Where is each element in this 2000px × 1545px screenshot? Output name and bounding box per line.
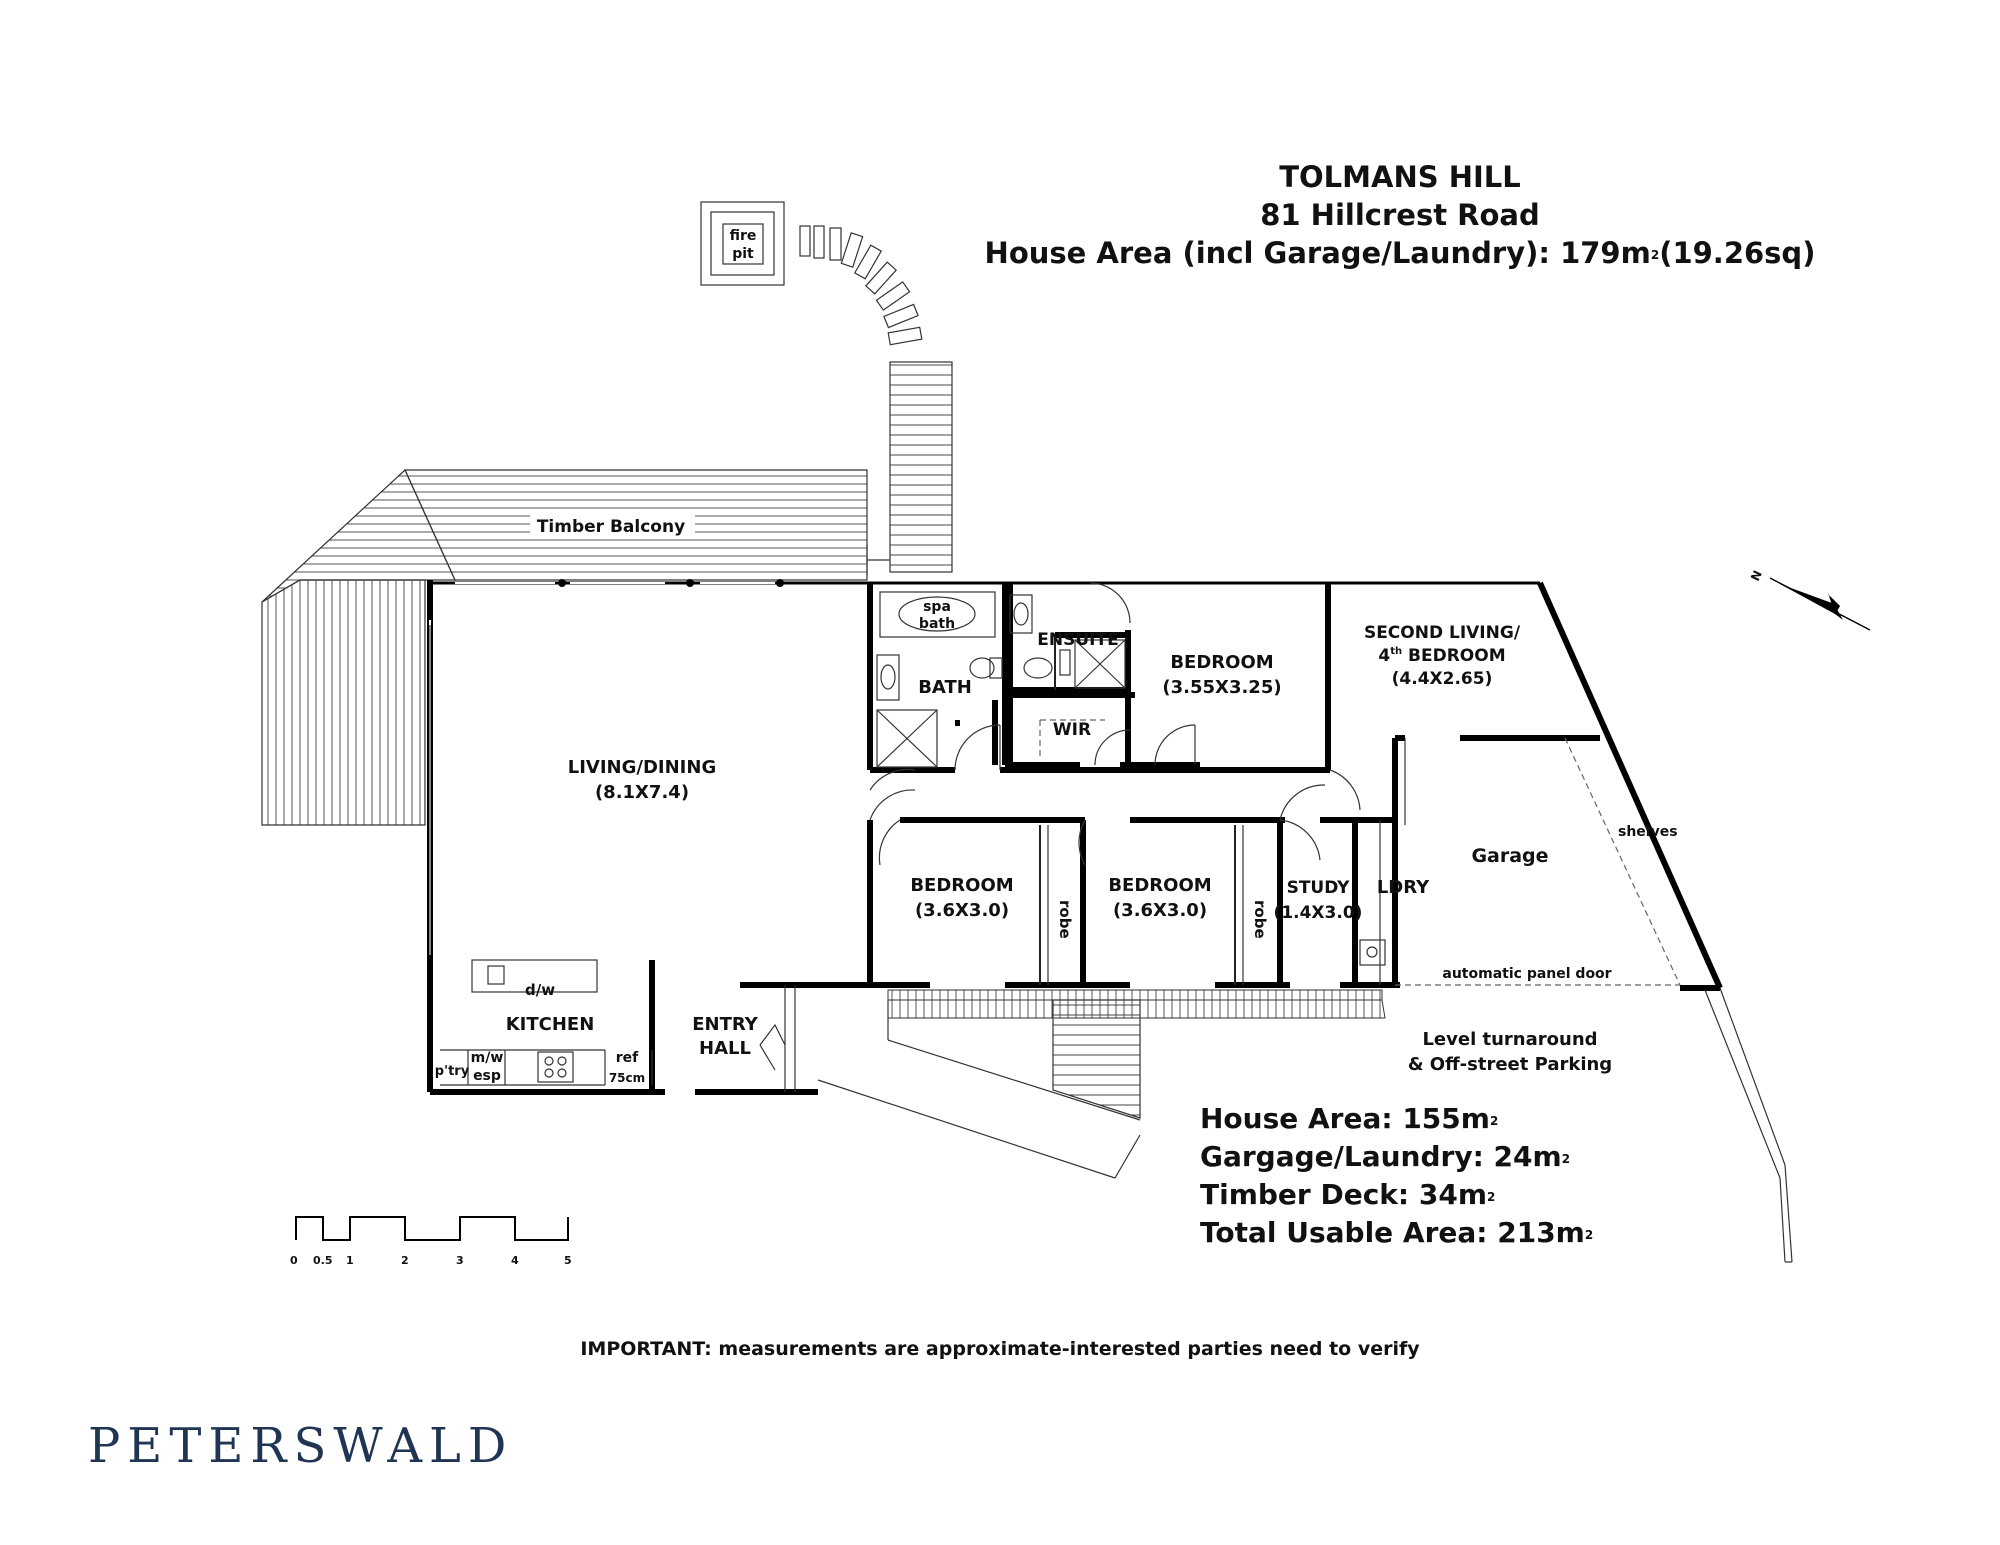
rear-stairs xyxy=(866,361,953,575)
brand-logo: PETERSWALD xyxy=(88,1418,514,1474)
entry-label-1: ENTRY xyxy=(692,1014,759,1035)
turnaround-label-2: & Off-street Parking xyxy=(1408,1054,1612,1075)
scale-tick-05: 0.5 xyxy=(313,1254,333,1267)
house-area-line: House Area: 155m2 xyxy=(1200,1102,1499,1135)
panel-door-label: automatic panel door xyxy=(1442,966,1611,982)
living-label: LIVING/DINING xyxy=(568,757,716,778)
ref-label: ref xyxy=(616,1050,639,1066)
north-arrow-icon: N xyxy=(1748,568,1871,631)
entry-label-2: HALL xyxy=(699,1038,751,1059)
bedroom-3-label: BEDROOM xyxy=(1108,875,1211,896)
garage-label: Garage xyxy=(1471,845,1548,867)
living-size: (8.1X7.4) xyxy=(595,782,689,803)
disclaimer-note: IMPORTANT: measurements are approximate-… xyxy=(580,1338,1420,1360)
north-label: N xyxy=(1748,568,1765,583)
shelves-label: shelves xyxy=(1618,824,1678,840)
bedroom-2-size: (3.6X3.0) xyxy=(915,900,1009,921)
dw-label: d/w xyxy=(525,981,555,999)
front-path xyxy=(817,989,1386,1179)
ensuite-label: ENSUITE xyxy=(1037,630,1118,650)
scale-tick-3: 3 xyxy=(456,1254,464,1267)
fourth-bedroom-label: 4th BEDROOM xyxy=(1378,646,1505,666)
deck-area-line: Timber Deck: 34m2 xyxy=(1200,1178,1496,1211)
bath-label: BATH xyxy=(918,677,972,698)
esp-label: esp xyxy=(473,1068,501,1084)
fire-pit: fire pit xyxy=(700,201,785,286)
timber-balcony: Timber Balcony xyxy=(261,468,868,826)
total-area-line: Total Usable Area: 213m2 xyxy=(1200,1216,1594,1249)
fire-pit-label-1: fire xyxy=(730,228,757,244)
door-swings xyxy=(869,582,1361,866)
laundry-label: LDRY xyxy=(1377,877,1430,898)
robe-label-2: robe xyxy=(1251,900,1269,939)
timber-balcony-label: Timber Balcony xyxy=(537,517,685,537)
scale-tick-4: 4 xyxy=(511,1254,519,1267)
study-label: STUDY xyxy=(1287,878,1351,898)
garage-area xyxy=(1359,737,1793,1263)
address-title: 81 Hillcrest Road xyxy=(1260,198,1540,232)
room-labels: LIVING/DINING (8.1X7.4) d/w KITCHEN m/w … xyxy=(435,623,1678,1085)
bath-fixtures: spa bath xyxy=(876,591,1126,768)
house-area-title: House Area (incl Garage/Laundry): 179m2(… xyxy=(984,236,1816,270)
suburb-title: TOLMANS HILL xyxy=(1279,160,1521,194)
main-bedroom-label: BEDROOM xyxy=(1170,652,1273,673)
spa-label-1: spa xyxy=(923,599,951,615)
spa-label-2: bath xyxy=(919,616,955,632)
main-bedroom-size: (3.55X3.25) xyxy=(1162,677,1281,698)
bedroom-2-label: BEDROOM xyxy=(910,875,1013,896)
scale-tick-5: 5 xyxy=(564,1254,572,1267)
robe-label-1: robe xyxy=(1056,900,1074,939)
living-windows xyxy=(429,579,784,955)
scale-tick-1: 1 xyxy=(346,1254,354,1267)
garage-area-line: Gargage/Laundry: 24m2 xyxy=(1200,1140,1571,1173)
kitchen-label: KITCHEN xyxy=(506,1014,595,1035)
scale-bar: 0 0.5 1 2 3 4 5 xyxy=(290,1216,572,1267)
kitchen-fixtures xyxy=(440,959,653,1086)
study-size: (1.4X3.0) xyxy=(1274,903,1363,923)
scale-tick-2: 2 xyxy=(401,1254,409,1267)
fire-pit-label-2: pit xyxy=(732,246,754,262)
ref-width-label: 75cm xyxy=(609,1071,645,1085)
wir-label: WIR xyxy=(1053,720,1091,740)
second-living-size: (4.4X2.65) xyxy=(1392,669,1493,689)
area-summary: House Area: 155m2 Gargage/Laundry: 24m2 … xyxy=(1200,1100,1593,1252)
mw-label: m/w xyxy=(471,1050,504,1066)
scale-tick-0: 0 xyxy=(290,1254,298,1267)
curved-path xyxy=(799,225,923,346)
entry-door xyxy=(759,985,796,1092)
turnaround-label-1: Level turnaround xyxy=(1422,1029,1597,1050)
robes: robe robe xyxy=(1039,825,1269,985)
bedroom-3-size: (3.6X3.0) xyxy=(1113,900,1207,921)
plan-title-block: TOLMANS HILL 81 Hillcrest Road House Are… xyxy=(950,158,1850,272)
second-living-label: SECOND LIVING/ xyxy=(1364,623,1521,643)
wet-area-walls xyxy=(867,583,1200,770)
pantry-label: p'try xyxy=(435,1064,470,1079)
